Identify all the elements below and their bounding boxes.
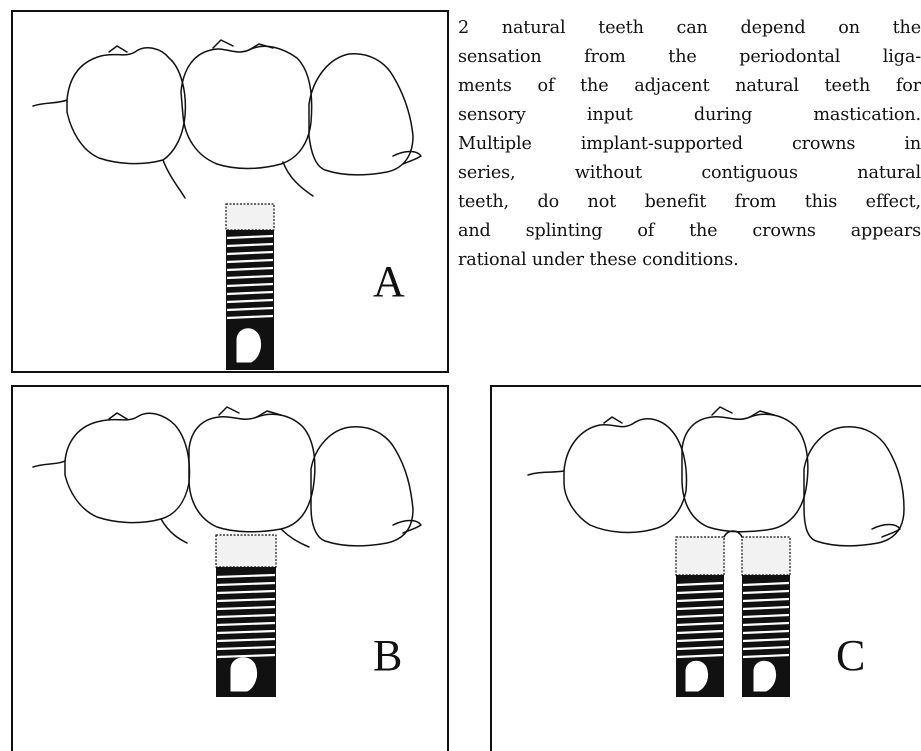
text-line: series, without contiguous natural — [458, 159, 921, 188]
cusp-line — [213, 40, 273, 50]
cusp-line — [712, 407, 774, 417]
crown-right — [311, 427, 413, 546]
text-line: teeth, do not benefit from this effect, — [458, 188, 921, 217]
crown-middle — [189, 414, 315, 532]
gingiva-line — [33, 100, 67, 106]
crown-left — [67, 48, 185, 164]
text-line: 2 natural teeth can depend on the — [458, 14, 921, 43]
cusp-line — [109, 46, 127, 52]
figure-panel-a: A — [11, 10, 449, 373]
figure-panel-b: B — [11, 385, 449, 751]
cusp-line — [109, 413, 127, 419]
gingiva-line — [33, 461, 65, 467]
paragraph-text: 2 natural teeth can depend on the sensat… — [458, 14, 921, 275]
crown-right — [309, 54, 413, 175]
gingiva-line — [528, 471, 564, 475]
text-line: Multiple implant-supported crowns in — [458, 130, 921, 159]
implant-a — [226, 204, 274, 370]
panel-label: B — [373, 634, 402, 678]
figure-panel-c: C — [490, 385, 921, 751]
panel-label: A — [373, 260, 405, 304]
crown-left — [65, 413, 189, 522]
crown-right — [804, 427, 904, 546]
embrasure-line — [163, 160, 313, 198]
gingiva-contour — [393, 521, 421, 534]
implant-c-right — [742, 537, 790, 697]
dental-illustration-a — [13, 12, 449, 373]
text-line: and splinting of the crowns appears — [458, 217, 921, 246]
crown-middle — [181, 46, 312, 168]
text-line: sensory input during mastication. — [458, 101, 921, 130]
cusp-line — [604, 417, 622, 423]
implant-b — [216, 535, 276, 697]
panel-label: C — [836, 634, 865, 678]
cusp-line — [219, 407, 281, 417]
text-line: ments of the adjacent natural teeth for — [458, 72, 921, 101]
dental-illustration-c — [492, 387, 921, 751]
implant-c-left — [676, 537, 724, 697]
text-line: rational under these conditions. — [458, 246, 921, 275]
crown-middle — [682, 414, 808, 532]
text-line: sensation from the periodontal liga- — [458, 43, 921, 72]
crown-left — [564, 419, 686, 533]
gingiva-contour — [872, 525, 900, 538]
dental-illustration-b — [13, 387, 449, 751]
